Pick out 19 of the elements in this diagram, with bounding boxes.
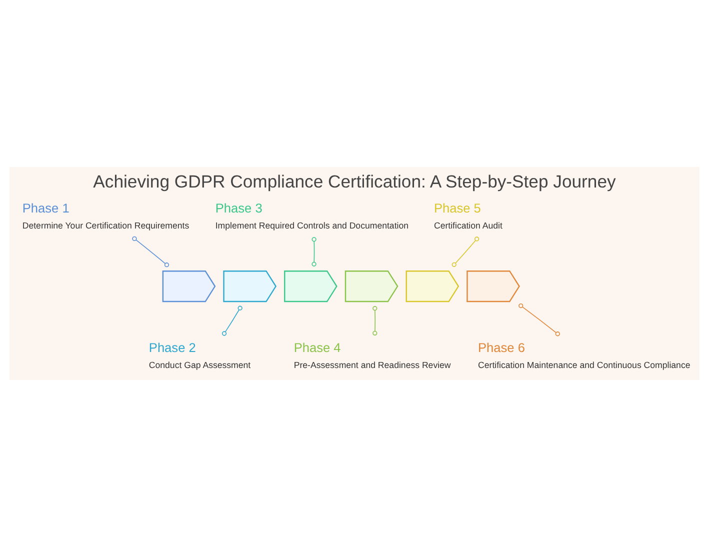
connector — [372, 306, 378, 335]
connector — [452, 236, 480, 266]
node-chevron — [344, 270, 398, 302]
connector — [312, 236, 316, 266]
node-chevron — [162, 270, 216, 302]
node-text: Phase 4 Pre-Assessment and Readiness Review — [294, 339, 451, 370]
node-chevron — [223, 270, 277, 302]
node-chevron — [466, 270, 520, 302]
diagram-title: Achieving GDPR Compliance Certification: A Step-by-Step Journey — [93, 171, 616, 191]
node-text: Phase 2 Conduct Gap Assessment — [148, 339, 251, 370]
connector — [132, 236, 170, 267]
connector — [222, 305, 242, 336]
node-text: Phase 3 Implement Required Controls and Documentation — [215, 200, 409, 230]
node-chevron — [406, 270, 460, 302]
node-chevron — [284, 270, 338, 302]
node-text: Phase 5 Certification Audit — [434, 200, 502, 230]
node-text: Phase 6 Certification Maintenance and Continuous Compliance — [478, 339, 690, 370]
node-text: Phase 1 Determine Your Certification Requirements — [22, 200, 190, 230]
connector — [518, 302, 560, 336]
